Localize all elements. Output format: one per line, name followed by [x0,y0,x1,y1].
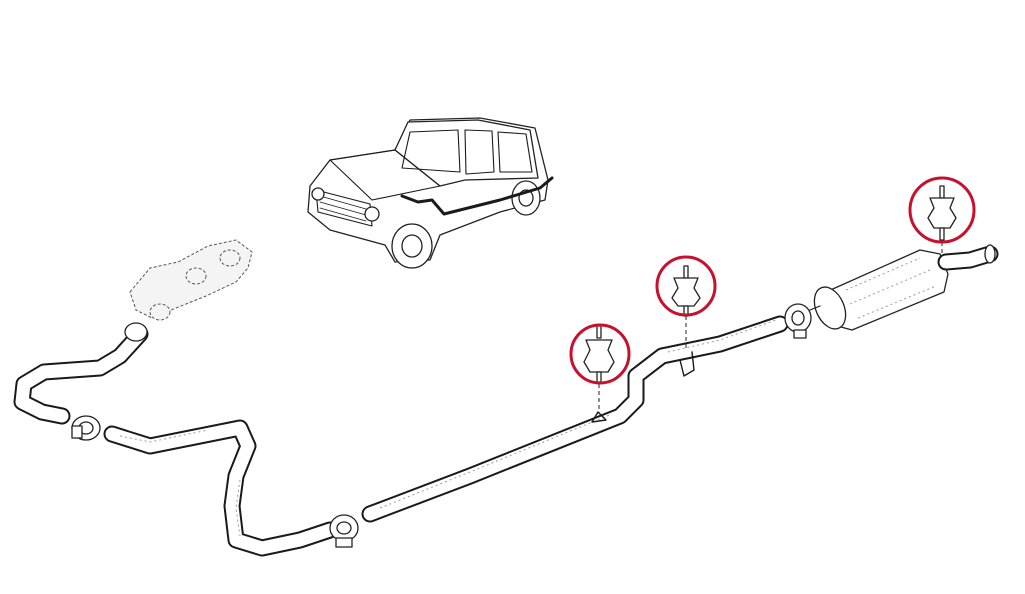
vehicle-location-sketch [307,117,554,269]
rubber-mount-1 [583,325,615,414]
rubber-mount-2 [671,265,701,350]
highlight-ring-mount-3 [908,176,976,244]
pipe-clamp-middle [329,514,359,548]
front-downpipe [13,322,149,425]
rear-silencer [809,249,949,331]
highlight-ring-mount-1 [569,323,631,385]
tail-pipe [937,244,999,271]
rubber-mount-3 [927,185,957,254]
highlight-ring-mount-2 [655,255,717,317]
pipe-clamp-rear [784,303,812,339]
pipe-clamp-front [71,415,101,441]
rear-pipe [361,315,789,523]
intermediate-pipe [103,419,339,557]
exhaust-manifold [129,239,253,321]
